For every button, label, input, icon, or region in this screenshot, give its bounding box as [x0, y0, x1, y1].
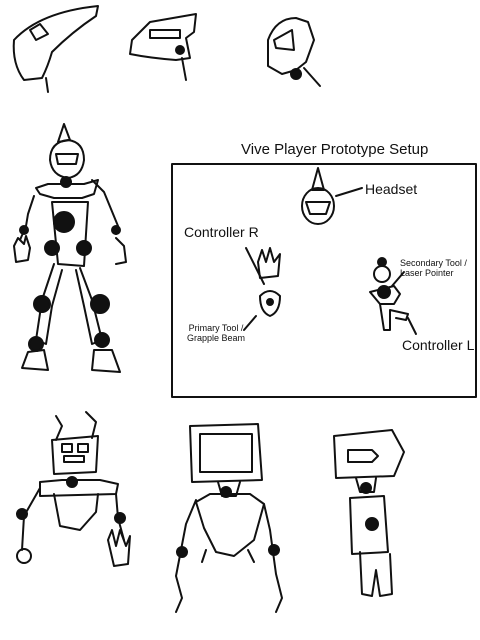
robot-monitor-head-sketch	[175, 423, 283, 613]
helmet-sketch-profile	[129, 13, 197, 81]
helmet-sketch-front	[267, 17, 321, 87]
robot-cat-ears-sketch	[16, 411, 131, 567]
helmet-sketch-side	[12, 5, 99, 93]
setup-panel-title: Vive Player Prototype Setup	[241, 141, 429, 158]
robot-arrow-sign-head-sketch	[333, 429, 405, 597]
controller-l-label: Controller L	[402, 337, 475, 353]
secondary-tool-label-line1: Secondary Tool /	[400, 258, 467, 268]
secondary-tool-label-line2: Laser Pointer	[400, 268, 454, 279]
primary-tool-label-line2: Grapple Beam	[187, 333, 246, 344]
secondary-tool-label: Secondary Tool / Laser Pointer	[400, 258, 467, 279]
headset-sketch	[301, 167, 363, 225]
controller-l-sketch	[369, 257, 417, 335]
setup-panel-frame	[171, 163, 477, 398]
robot-full-body-sketch	[13, 123, 127, 373]
primary-tool-label: Primary Tool / Grapple Beam	[187, 323, 245, 344]
controller-r-sketch	[243, 247, 281, 331]
primary-tool-label-line1: Primary Tool /	[188, 323, 244, 333]
controller-r-label: Controller R	[184, 224, 259, 240]
headset-label: Headset	[365, 181, 418, 197]
